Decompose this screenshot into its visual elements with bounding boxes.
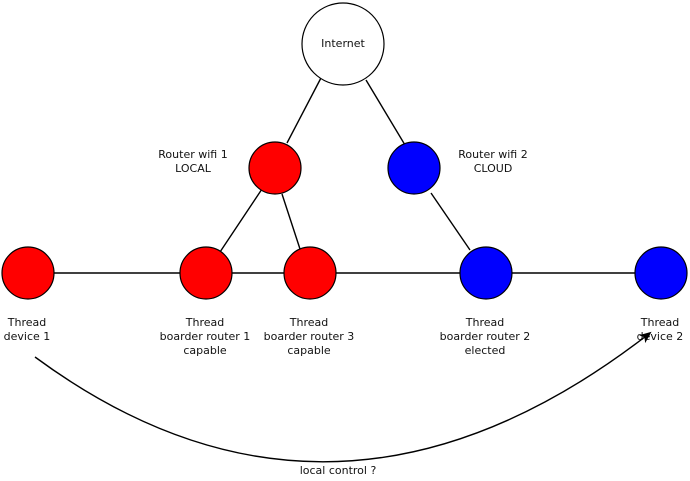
local-control-arrow <box>34 331 652 463</box>
label-router-wifi-1-line2: LOCAL <box>175 162 212 175</box>
label-boarder-router-1-line1: Thread <box>185 316 224 329</box>
label-boarder-router-3-line3: capable <box>287 344 331 357</box>
label-thread-device-2-line2: device 2 <box>637 330 684 343</box>
label-router-wifi-2-line1: Router wifi 2 <box>458 148 527 161</box>
label-router-wifi-1-line1: Router wifi 1 <box>158 148 227 161</box>
edge-router-wifi-1-boarder-router-1 <box>219 188 263 253</box>
label-thread-device-1-line1: Thread <box>7 316 46 329</box>
node-boarder-router-1 <box>179 246 233 300</box>
node-router-wifi-2 <box>387 141 441 195</box>
edge-internet-router-wifi-2 <box>365 79 406 146</box>
label-boarder-router-1-line3: capable <box>183 344 227 357</box>
edge-router-wifi-1-boarder-router-3 <box>281 193 301 250</box>
label-local-control: local control ? <box>300 464 377 477</box>
label-boarder-router-2-line2: boarder router 2 <box>440 330 531 343</box>
label-internet: Internet <box>321 37 365 50</box>
node-thread-device-1 <box>1 246 55 300</box>
label-thread-device-1-line2: device 1 <box>4 330 51 343</box>
node-boarder-router-2 <box>459 246 513 300</box>
node-router-wifi-1 <box>248 141 302 195</box>
edge-internet-router-wifi-1 <box>286 75 323 144</box>
label-boarder-router-1-line2: boarder router 1 <box>160 330 251 343</box>
node-internet <box>301 2 385 86</box>
nodes <box>1 2 688 300</box>
label-boarder-router-2-line1: Thread <box>465 316 504 329</box>
label-boarder-router-3-line1: Thread <box>289 316 328 329</box>
node-thread-device-2 <box>634 246 688 300</box>
label-thread-device-2-line1: Thread <box>640 316 679 329</box>
label-boarder-router-2-line3: elected <box>465 344 506 357</box>
label-router-wifi-2-line2: CLOUD <box>474 162 513 175</box>
node-boarder-router-3 <box>283 246 337 300</box>
edges <box>54 75 636 274</box>
label-boarder-router-3-line2: boarder router 3 <box>264 330 355 343</box>
edge-router-wifi-2-boarder-router-2 <box>430 192 471 251</box>
